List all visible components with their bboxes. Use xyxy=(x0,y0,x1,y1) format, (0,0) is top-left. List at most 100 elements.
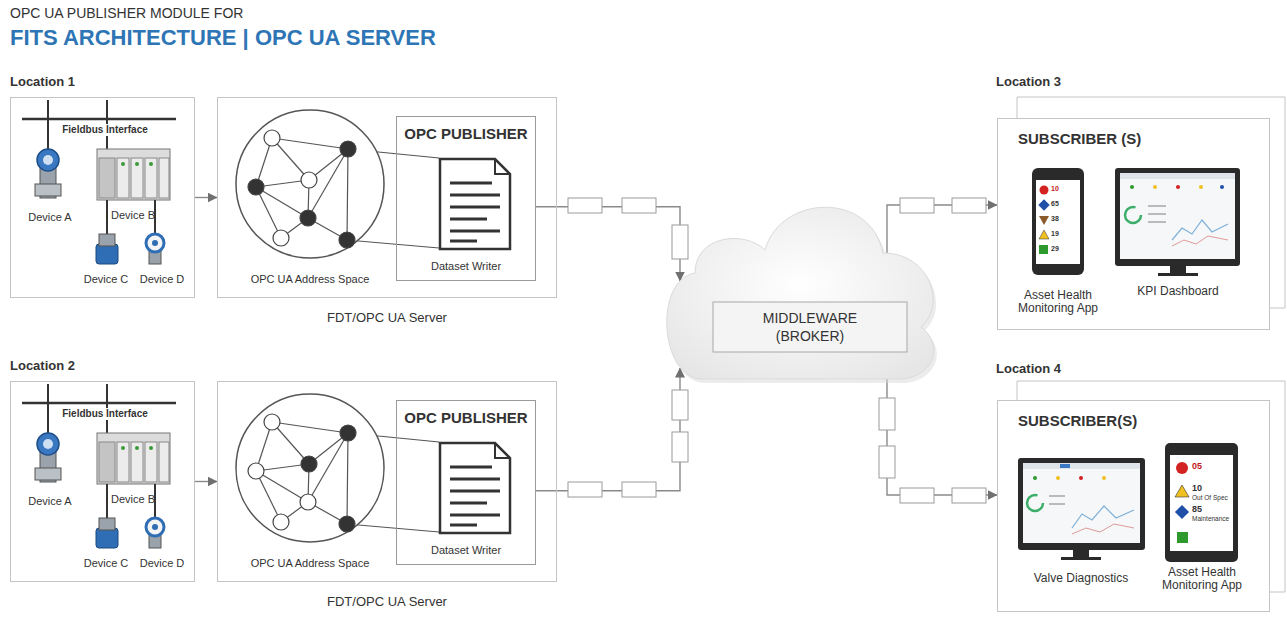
document-icon xyxy=(440,159,510,249)
device-label: Device A xyxy=(20,495,80,508)
document-icon xyxy=(495,159,510,174)
node-heading: OPC PUBLISHER xyxy=(397,125,535,143)
address-space-graph xyxy=(273,230,289,246)
phone-icon xyxy=(1039,216,1049,225)
address-space-graph xyxy=(256,187,308,218)
flow-arrow xyxy=(195,197,217,198)
status-text: Maintenance xyxy=(1192,515,1229,523)
dashboard-monitor xyxy=(1061,557,1101,560)
address-space-graph xyxy=(301,172,317,188)
address-space-graph xyxy=(340,425,356,441)
document-icon xyxy=(450,230,500,233)
message-packets xyxy=(879,446,895,478)
dashboard-monitor xyxy=(1073,550,1089,558)
app-label: Valve Diagnostics xyxy=(1021,571,1141,585)
publisher-box: OPC PUBLISHER Dataset Writer xyxy=(396,400,536,565)
dashboard-monitor xyxy=(1102,476,1106,480)
node-text: SUBSCRIBER(S) xyxy=(1018,412,1137,430)
server-box: FDT/OPC UA ServerOPC UA Address SpaceOPC… xyxy=(217,97,557,298)
message-packets xyxy=(900,488,934,503)
status-count: 10 xyxy=(1051,185,1059,193)
dashboard-monitor xyxy=(1172,236,1228,246)
message-packets xyxy=(568,198,986,503)
document-icon xyxy=(450,182,492,185)
address-space-graph xyxy=(256,471,308,502)
dashboard-monitor xyxy=(1018,458,1145,550)
address-space-graph xyxy=(264,414,280,430)
dashboard-monitor xyxy=(1027,495,1043,511)
dashboard-monitor xyxy=(1018,458,1145,560)
phone-icon xyxy=(1039,230,1049,239)
dashboard-monitor xyxy=(1148,205,1166,207)
dashboard-monitor xyxy=(1033,476,1037,480)
publisher-box: OPC PUBLISHER Dataset Writer xyxy=(396,116,536,281)
address-space: OPC UA Address Space xyxy=(234,108,386,293)
device-label: Device D xyxy=(134,557,190,570)
message-packets xyxy=(672,225,688,259)
address-space-graph xyxy=(272,138,348,149)
dashboard-monitor xyxy=(1158,273,1198,276)
document-icon xyxy=(450,490,500,493)
node-text: SUBSCRIBER (S) xyxy=(1018,130,1141,148)
address-space-graph xyxy=(300,210,316,226)
device-label: Device B xyxy=(103,209,163,222)
message-packets xyxy=(568,482,602,497)
message-packets xyxy=(622,198,656,213)
flow-arrow xyxy=(887,379,997,495)
address-space-graph xyxy=(339,232,355,248)
tablet-icon xyxy=(1175,485,1189,497)
dashboard-monitor xyxy=(1199,185,1203,189)
field-devices xyxy=(22,100,176,264)
document-icon xyxy=(450,524,477,527)
address-space-graph xyxy=(340,141,356,157)
node-heading: OPC PUBLISHER xyxy=(397,409,535,427)
document-icon xyxy=(450,478,500,481)
message-packets xyxy=(672,390,688,420)
node-text: Dataset Writer xyxy=(397,260,535,273)
address-space-graph xyxy=(301,456,317,472)
diagram-subtitle: OPC UA PUBLISHER MODULE FOR xyxy=(10,5,243,22)
address-space-graph xyxy=(347,149,348,240)
tablet-icon xyxy=(1165,443,1238,562)
flow-arrow xyxy=(536,368,680,491)
document-icon xyxy=(450,240,477,243)
dashboard-monitor xyxy=(1056,476,1060,480)
device-label: Device C xyxy=(78,557,134,570)
phone-icon xyxy=(1040,186,1049,195)
address-space-graph xyxy=(248,179,264,195)
node-heading: FDT/OPC UA Server xyxy=(218,310,556,326)
status-count: 85 xyxy=(1192,504,1202,515)
document-icon xyxy=(450,466,492,469)
dashboard-monitor xyxy=(1023,463,1140,543)
message-packets xyxy=(568,198,602,213)
phone-icon xyxy=(1036,180,1080,264)
flow-arrow xyxy=(536,207,680,281)
address-space-graph xyxy=(272,422,348,433)
dashboard-monitor xyxy=(1125,207,1141,223)
dashboard-monitor xyxy=(1172,220,1228,240)
node-heading: FDT/OPC UA Server xyxy=(218,594,556,610)
app-label: KPI Dashboard xyxy=(1123,284,1233,298)
message-packets xyxy=(672,432,688,462)
device-label: Device B xyxy=(103,493,163,506)
node-heading: Location 4 xyxy=(996,361,1061,377)
status-count: 19 xyxy=(1051,230,1059,238)
dashboard-monitor xyxy=(1170,266,1186,274)
dashboard-monitor xyxy=(1120,173,1235,259)
address-space-graph xyxy=(236,394,384,542)
bus-label: Fieldbus Interface xyxy=(57,408,153,420)
status-count: 05 xyxy=(1192,461,1202,472)
dashboard-monitor xyxy=(1049,495,1065,497)
field-devices xyxy=(22,384,176,548)
node-text: Dataset Writer xyxy=(397,544,535,557)
node-heading: Location 3 xyxy=(996,74,1061,90)
address-space-graph xyxy=(273,514,289,530)
address-space-graph xyxy=(236,110,384,258)
app-label: Asset Health Monitoring App xyxy=(1152,566,1252,592)
phone-icon xyxy=(1032,168,1084,275)
dashboard-monitor xyxy=(1115,168,1240,276)
status-count: 65 xyxy=(1051,200,1059,208)
address-space-graph xyxy=(300,494,316,510)
message-packets xyxy=(952,488,986,503)
